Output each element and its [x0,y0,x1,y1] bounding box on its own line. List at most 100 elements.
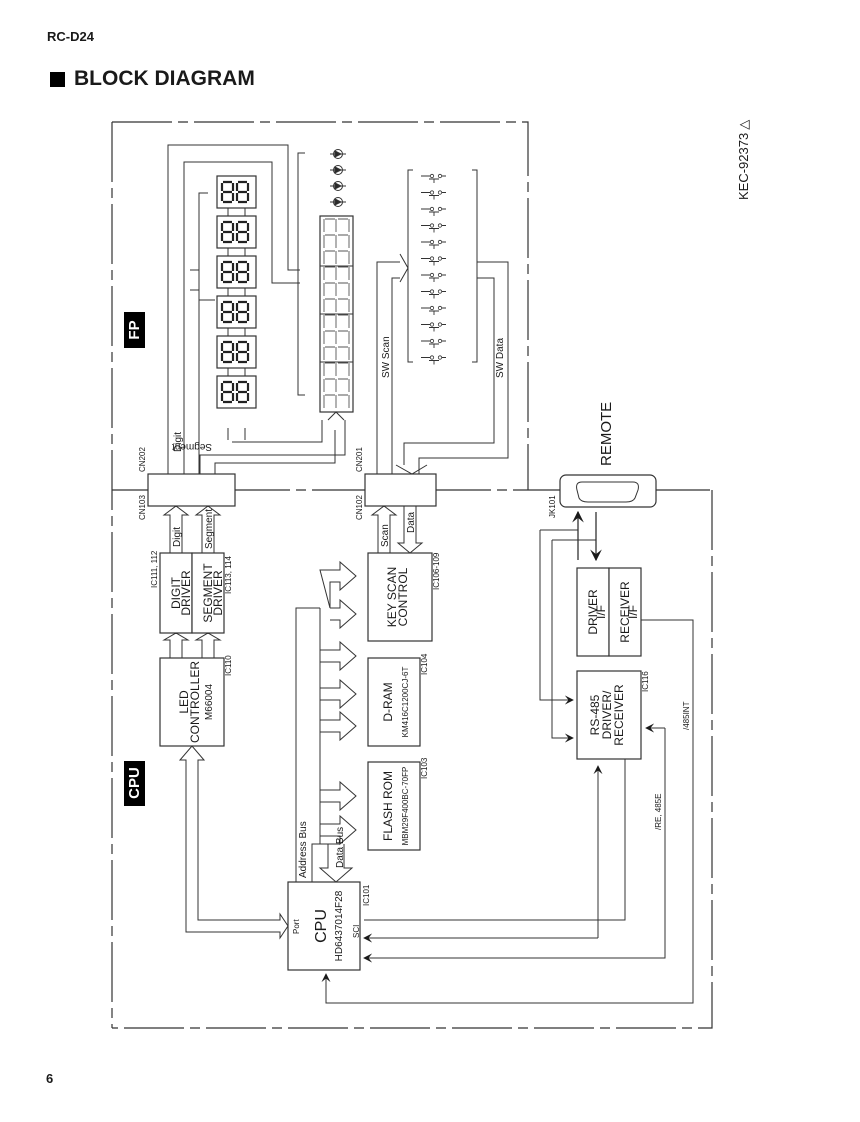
segment-digit [323,234,350,248]
digit-driver-block [159,552,193,634]
switch-icon [421,272,446,282]
switch-icon [421,173,446,183]
block-label: RECEIVER [612,684,626,746]
data-arrow [396,506,424,554]
wire [320,640,357,672]
led-icon [330,197,346,207]
segment-digit [323,314,350,328]
label-cn102: CN102 [355,495,364,520]
wire [319,560,357,609]
digit-segments [220,300,235,324]
seven-segment-display [216,255,257,296]
digit-segments [220,220,235,244]
section-title-text: BLOCK DIAGRAM [74,67,255,90]
receiver-if-block [608,567,642,657]
display-frame [216,175,257,209]
segment-digit [323,218,350,232]
led-icon [330,149,346,159]
switch-terminal [437,355,443,360]
label-port: Port [292,919,301,934]
block-label: SEGMENT [201,563,215,623]
switch-terminal [429,355,435,360]
wire [194,632,222,658]
label-jk101: JK101 [548,495,557,518]
segment-digit [323,330,350,344]
scan-arrow [370,505,398,553]
signal-re-485e: /RE, 485E [654,794,663,830]
signal-sw-data: SW Data [495,338,506,378]
diagram-shape [167,144,346,474]
wire [320,678,357,710]
segment-digit [323,266,350,280]
switch-icon [421,355,446,365]
ic-label: IC101 [362,884,371,906]
switch-terminal [429,256,435,261]
block-label: DRIVER [179,570,193,616]
switch-terminal [437,322,443,327]
signal-address-bus: Address Bus [298,821,309,878]
digit-segments [220,380,235,404]
sw-data-line [418,261,509,474]
digit-segments [220,260,235,284]
block-label: KM416C1200CJ-6T [401,667,410,738]
display-frame [216,215,257,249]
digit-segments [235,300,250,324]
int485-line [321,619,694,1004]
ic-label: IC116 [641,671,650,692]
led-bracket [297,152,305,396]
diagram-shape: IC111, 112 IC113, 114 IC110 IC106-109 IC… [150,550,650,906]
diode-symbol [330,182,346,190]
digit-line-1 [167,144,300,474]
wire [320,814,357,846]
diagram-shape: Digit Segment Scan Data Address Bus Data… [172,509,691,938]
port-bus-arrow [178,745,289,940]
switch-terminal [437,289,443,294]
diagram-shape [124,761,145,806]
switch-terminal [437,256,443,261]
segment-digit [323,282,350,296]
sw-scan-line [376,261,400,474]
remote-connector[interactable] [559,474,657,508]
switch-bracket-right [472,169,478,363]
label-cn103: CN103 [138,495,147,520]
block-label: CONTROL [396,567,410,626]
wire [391,277,400,474]
digit-segments [235,260,250,284]
switch-terminal [429,338,435,344]
switch-terminal [429,223,435,228]
switch-terminal [437,338,443,344]
switch-terminal [429,272,435,278]
led-icon [330,181,346,191]
signal-segment-fp: Segment [172,441,212,452]
segment-digit [323,378,350,392]
label-cn202: CN202 [138,447,147,472]
segment-digit [323,394,350,408]
block-label: CPU [126,767,143,799]
ic-label: IC113, 114 [224,555,233,594]
diagram-shape [376,169,509,475]
wire [190,269,199,291]
model-number: RC-D24 [47,29,94,44]
segment-digit [323,298,350,312]
block-label: HD6437014F28 [334,890,345,961]
led-icon [330,165,346,175]
square-bullet-icon [50,71,65,87]
block-label: RS-485 [588,694,602,735]
ic-label: IC111, 112 [150,550,159,588]
switch-terminal [437,305,443,311]
switch-terminal [429,190,435,195]
section-title: BLOCK DIAGRAM [50,67,255,91]
ic-label: IC104 [420,653,429,675]
switch-icon [421,239,446,249]
wire[interactable] [576,481,639,503]
display-frame [216,295,257,329]
seven-segment-display [216,215,257,256]
display-link [227,208,246,216]
rs485-block [576,670,642,760]
block-label: LED [177,690,191,714]
cpu-boundary [112,490,713,1029]
label-cn201: CN201 [355,447,364,472]
block-label: DRIVER [586,589,600,635]
segment-digit [323,362,350,376]
ic-label: IC103 [420,757,429,779]
